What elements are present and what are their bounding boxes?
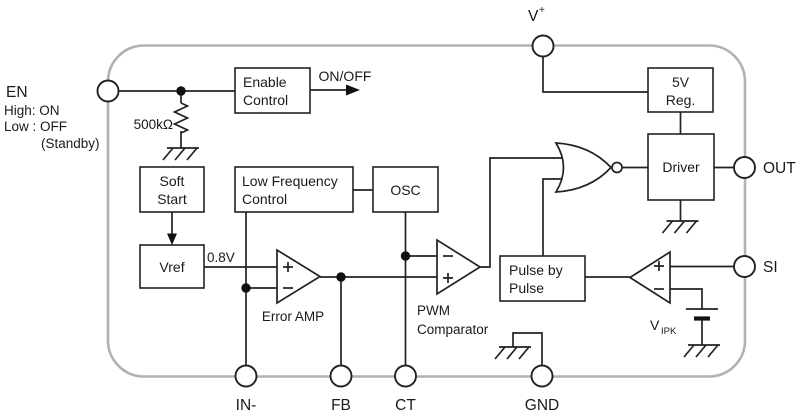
- enable-control-label-1: Enable: [243, 74, 287, 90]
- error-amp-label: Error AMP: [262, 309, 324, 324]
- pin-si: [733, 255, 756, 278]
- enable-control-label-2: Control: [243, 92, 288, 108]
- plus-icon: [283, 262, 293, 272]
- driver-block: [647, 133, 715, 201]
- wire-vplus-to-reg: [542, 56, 648, 93]
- 5v-reg-label-2: Reg.: [666, 92, 696, 108]
- vipk-label-sub: IPK: [661, 326, 677, 337]
- low-frequency-label-1: Low Frequency: [242, 173, 338, 189]
- nor-gate-bubble: [611, 161, 623, 174]
- junction-dot: [176, 86, 186, 96]
- pwm-comparator-label-2: Comparator: [417, 322, 489, 337]
- soft-start-block: [139, 166, 205, 213]
- wire-vipk-minus-to-cap: [670, 288, 703, 309]
- osc-label: OSC: [390, 182, 420, 198]
- arrowhead-onoff: [346, 84, 360, 96]
- pin-gnd: [530, 364, 554, 388]
- low-frequency-label-2: Control: [242, 191, 287, 207]
- pin-terminals: [96, 34, 756, 388]
- vipk-comparator: [628, 250, 671, 305]
- wire-pwm-out-to-nor: [480, 157, 563, 268]
- wires: [118, 56, 734, 366]
- junction-dot: [336, 272, 346, 282]
- arrowhead-softstart: [167, 233, 177, 245]
- capacitor: [686, 308, 718, 321]
- junction-dot: [241, 283, 251, 293]
- en-note-standby: (Standby): [41, 136, 100, 151]
- ground-icon: [661, 220, 700, 234]
- resistor-500k: [172, 102, 190, 134]
- pin-out: [733, 156, 756, 179]
- plus-icon: [443, 273, 453, 283]
- out-pin-label: OUT: [763, 160, 796, 177]
- si-pin-label: SI: [763, 259, 778, 276]
- vref-label: Vref: [159, 259, 184, 275]
- error-amp-triangle: [276, 248, 322, 305]
- function-blocks: Enable Control Soft Start Low Frequency …: [139, 67, 715, 302]
- vref-voltage-label: 0.8V: [207, 250, 235, 265]
- onoff-signal-label: ON/OFF: [319, 68, 372, 84]
- pulse-by-pulse-label-2: Pulse: [509, 280, 544, 296]
- plus-icon: [654, 261, 664, 271]
- gnd-pin-label: GND: [525, 397, 559, 414]
- en-note-low: Low : OFF: [4, 119, 67, 134]
- ct-pin-label: CT: [395, 397, 416, 414]
- pin-vplus: [531, 34, 555, 58]
- vplus-pin-label: V: [528, 8, 539, 25]
- vipk-comparator-triangle: [628, 250, 671, 305]
- nor-gate-body: [554, 142, 613, 193]
- ground-icon: [683, 344, 721, 358]
- enable-control-block: [234, 67, 311, 114]
- in-minus-pin-label: IN-: [236, 397, 257, 414]
- osc-block: [372, 166, 439, 213]
- fb-pin-label: FB: [331, 397, 351, 414]
- pin-in-minus: [234, 364, 258, 388]
- ground-icon: [494, 346, 532, 360]
- pin-fb: [329, 364, 353, 388]
- pwm-comparator-label-1: PWM: [417, 303, 450, 318]
- en-pin-label: EN: [6, 84, 28, 101]
- error-amp: [276, 248, 322, 305]
- 5v-reg-label-1: 5V: [672, 74, 690, 90]
- pulse-by-pulse-label-1: Pulse by: [509, 262, 563, 278]
- wire-pbp-to-nor: [542, 178, 563, 256]
- driver-label: Driver: [662, 159, 700, 175]
- labels: EN High: ON Low : OFF (Standby) 500kΩ ON…: [4, 5, 796, 414]
- vref-block: [139, 244, 205, 289]
- vplus-pin-superscript: +: [539, 5, 545, 16]
- soft-start-label-1: Soft: [160, 173, 185, 189]
- pwm-comparator: [436, 238, 482, 296]
- vipk-label-main: V: [650, 317, 660, 333]
- low-frequency-control-block: [234, 166, 354, 213]
- pulse-by-pulse-block: [499, 255, 586, 302]
- ground-icon: [162, 147, 200, 161]
- resistor-value-label: 500kΩ: [134, 117, 173, 132]
- en-note-high: High: ON: [4, 103, 60, 118]
- pwm-comparator-triangle: [436, 238, 482, 296]
- wire-gndpin-to-gnd: [512, 332, 543, 366]
- nor-gate: [554, 142, 623, 193]
- soft-start-label-2: Start: [157, 191, 187, 207]
- pin-ct: [394, 364, 417, 388]
- ic-boundary: [106, 44, 747, 378]
- 5v-reg-block: [647, 67, 714, 113]
- pin-en: [96, 79, 120, 103]
- junction-dot: [400, 251, 411, 261]
